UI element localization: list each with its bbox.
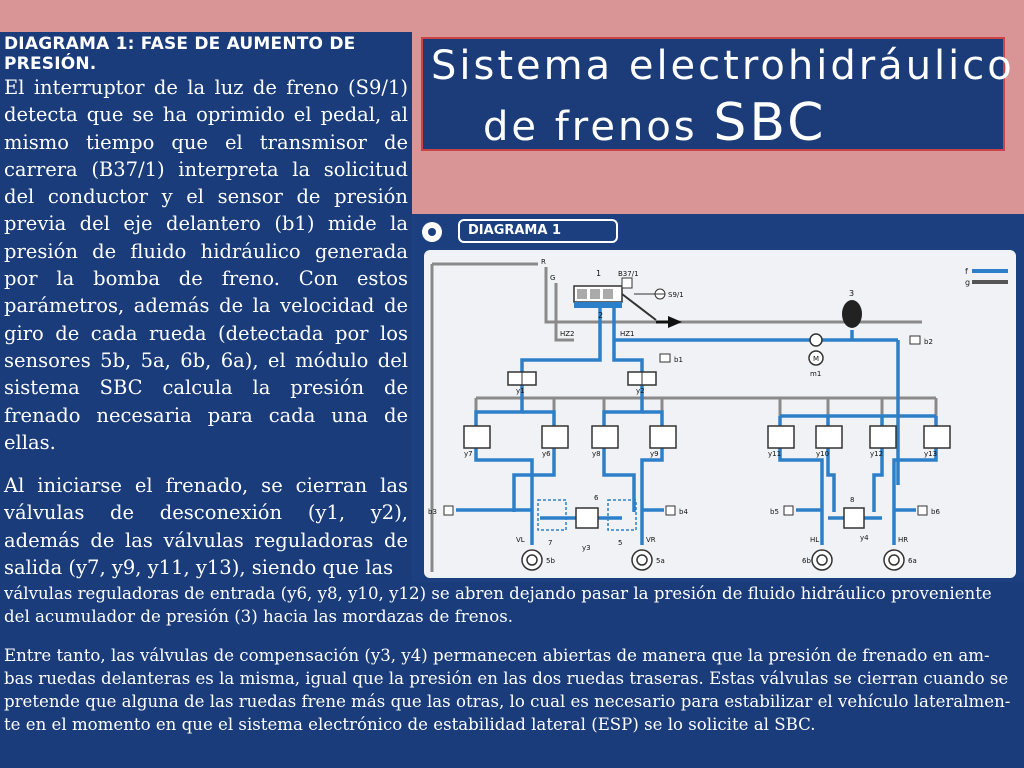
label-6b: 6b: [802, 557, 811, 565]
sensor-b4: [665, 505, 676, 516]
label-m: M: [813, 355, 819, 363]
valve-y12: [869, 425, 897, 449]
legend-f-label: f: [965, 267, 968, 276]
label-hl: HL: [810, 536, 819, 544]
label-y9: y9: [650, 450, 659, 458]
module-5: [607, 499, 637, 531]
diagram-heading: DIAGRAMA 1: FASE DE AUMENTO DE PRESIÓN.: [4, 34, 356, 74]
label-hz1: HZ1: [620, 330, 635, 338]
bottom-text-panel: válvulas reguladoras de entrada (y6, y8,…: [0, 582, 1024, 768]
label-b1: b1: [674, 356, 683, 364]
title-line-1: Sistema electrohidráulico: [431, 43, 1015, 89]
label-y2: y2: [636, 387, 645, 395]
legend-g-label: g: [965, 278, 970, 287]
label-y8: y8: [592, 450, 601, 458]
module-7: [537, 499, 567, 531]
label-b2: b2: [924, 338, 933, 346]
label-5a: 5a: [656, 557, 665, 565]
bullet-icon: [422, 222, 442, 242]
label-r: R: [541, 258, 546, 266]
label-y11: y11: [768, 450, 781, 458]
label-b5: b5: [770, 508, 779, 516]
label-y6: y6: [542, 450, 551, 458]
label-y13: y13: [924, 450, 937, 458]
hydraulic-diagram: f g: [428, 258, 1008, 572]
label-b3: b3: [428, 508, 437, 516]
valve-y3: [575, 507, 599, 529]
paragraph-2: Al iniciarse el frenado, se cierran las …: [4, 474, 408, 580]
label-6: 6: [594, 494, 599, 502]
title-sbc: SBC: [713, 93, 827, 153]
pump-motor: [808, 333, 824, 366]
diagram-frame: f g: [424, 250, 1016, 578]
title-line-2-prefix: de frenos: [483, 104, 698, 150]
sensor-b5: [783, 505, 794, 516]
valve-y13: [923, 425, 951, 449]
valve-y7: [463, 425, 491, 449]
legend-g-swatch: [972, 280, 1008, 284]
label-y12: y12: [870, 450, 883, 458]
bottom-line-1: válvulas reguladoras de entrada (y6, y8,…: [4, 584, 992, 603]
label-2: 2: [598, 311, 603, 320]
bottom-line-5: pretende que alguna de las ruedas frene …: [4, 692, 1011, 711]
sensor-b6: [917, 505, 928, 516]
label-1: 1: [596, 269, 601, 278]
label-g: G: [550, 274, 555, 282]
sensor-b1: [659, 353, 671, 363]
diagram-panel: DIAGRAMA 1 f g: [412, 214, 1024, 582]
paragraph-1: El interruptor de la luz de freno (S9/1)…: [4, 76, 408, 454]
legend-f-swatch: [972, 269, 1008, 273]
label-s9-1: S9/1: [668, 291, 684, 299]
sensor-b3: [443, 505, 454, 516]
label-hz2: HZ2: [560, 330, 575, 338]
label-y4: y4: [860, 534, 869, 542]
regulator-valves: [463, 425, 951, 449]
valve-y8: [591, 425, 619, 449]
title-banner: Sistema electrohidráulico de frenos SBC: [421, 37, 1012, 153]
label-3: 3: [849, 289, 854, 298]
label-vl: VL: [516, 536, 525, 544]
accumulator: [842, 300, 862, 328]
wheels: [521, 549, 905, 571]
valve-y11: [767, 425, 795, 449]
label-y10: y10: [816, 450, 829, 458]
valve-y6: [541, 425, 569, 449]
label-vr: VR: [646, 536, 656, 544]
label-b4: b4: [679, 508, 688, 516]
label-m1: m1: [810, 370, 821, 378]
label-7: 7: [548, 539, 552, 547]
label-5: 5: [618, 539, 622, 547]
label-6a: 6a: [908, 557, 917, 565]
label-y3: y3: [582, 544, 591, 552]
label-5b: 5b: [546, 557, 555, 565]
bottom-line-6: te en el momento en que el sistema elect…: [4, 715, 816, 734]
bottom-line-2: del acumulador de presión (3) hacia las …: [4, 607, 514, 626]
valve-y4: [843, 507, 865, 529]
label-y1: y1: [516, 387, 525, 395]
title-line-2: de frenos SBC: [483, 93, 826, 153]
sensor-b2: [909, 335, 921, 345]
label-y7: y7: [464, 450, 473, 458]
label-hr: HR: [898, 536, 908, 544]
label-8: 8: [850, 496, 854, 504]
bottom-line-3: Entre tanto, las válvulas de compensació…: [4, 646, 990, 665]
valve-y9: [649, 425, 677, 449]
valve-y1: [507, 371, 537, 386]
master-cylinder: [573, 277, 682, 328]
left-text-panel: DIAGRAMA 1: FASE DE AUMENTO DE PRESIÓN. …: [0, 32, 412, 582]
legend: f g: [965, 267, 1008, 287]
label-b37-1: B37/1: [618, 270, 639, 278]
valve-y10: [815, 425, 843, 449]
label-b6: b6: [931, 508, 940, 516]
valve-y2: [627, 371, 657, 386]
diagram-tab: DIAGRAMA 1: [458, 219, 618, 243]
bottom-line-4: bas ruedas delanteras es la misma, igual…: [4, 669, 1009, 688]
